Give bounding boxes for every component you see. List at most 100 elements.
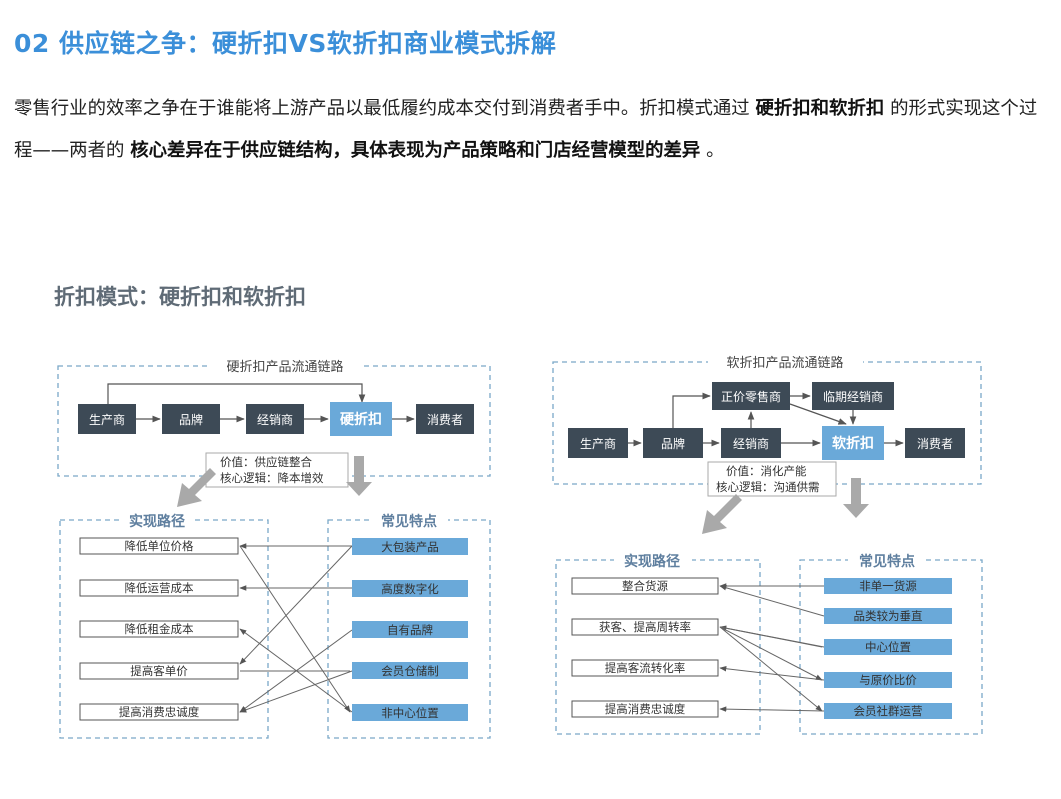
soft-paths-title: 实现路径: [624, 553, 680, 570]
svg-text:硬折扣: 硬折扣: [340, 411, 382, 428]
discount-model-figure: 折扣模式：硬折扣和软折扣 硬折扣产品流通链路 生产商 品牌 经销商 硬折扣 消费…: [0, 250, 1061, 790]
svg-text:提高客单价: 提高客单价: [130, 664, 188, 678]
soft-node-consumer: 消费者: [905, 428, 965, 458]
hard-note-line1: 价值：供应链整合: [220, 455, 312, 469]
svg-text:经销商: 经销商: [257, 412, 293, 427]
soft-node-brand: 品牌: [643, 428, 703, 458]
soft-down-arrow: [843, 478, 869, 518]
section-heading: 02 供应链之争：硬折扣VS软折扣商业模式拆解: [14, 29, 557, 58]
soft-node-retailer: 正价零售商: [712, 382, 790, 410]
soft-discount-panel: 软折扣产品流通链路 正价零售商 临期经销商 生产商 品牌 经销商 软折扣: [552, 352, 983, 735]
soft-path-3: 提高客流转化率: [571, 659, 719, 677]
hard-down-arrow: [346, 456, 372, 496]
hard-feature-5: 非中心位置: [352, 704, 468, 721]
soft-flow-frame: [552, 361, 982, 485]
soft-path-2: 获客、提高周转率: [571, 618, 719, 636]
svg-text:降低租金成本: 降低租金成本: [125, 622, 194, 636]
hard-down-left-arrow: [177, 468, 216, 507]
figure-title: 折扣模式：硬折扣和软折扣: [54, 285, 306, 309]
svg-text:软折扣: 软折扣: [832, 435, 874, 452]
soft-feature-2: 品类较为垂直: [824, 608, 952, 624]
hard-path-4: 提高客单价: [79, 662, 239, 680]
hard-feature-4: 会员仓储制: [352, 662, 468, 679]
svg-text:非单一货源: 非单一货源: [859, 579, 917, 593]
soft-path-1: 整合货源: [571, 577, 719, 595]
svg-text:大包装产品: 大包装产品: [381, 540, 439, 554]
svg-text:高度数字化: 高度数字化: [381, 582, 439, 596]
soft-note-line2: 核心逻辑：沟通供需: [716, 480, 820, 494]
hard-bypass-arrow: [107, 383, 366, 404]
svg-text:品类较为垂直: 品类较为垂直: [854, 609, 923, 623]
hard-features-title: 常见特点: [381, 513, 437, 530]
hard-node-hard-discount: 硬折扣: [330, 402, 392, 436]
hard-feature-2: 高度数字化: [352, 580, 468, 597]
hard-discount-panel: 硬折扣产品流通链路 生产商 品牌 经销商 硬折扣 消费者 价值：供应链整合: [57, 356, 491, 739]
soft-node-producer: 生产商: [568, 428, 628, 458]
paragraph-bold-2: 核心差异在于供应链结构，具体表现为产品策略和门店经营模型的差异: [130, 140, 701, 161]
hard-connectors: [239, 543, 353, 713]
hard-paths-title-bg: [120, 509, 194, 531]
paragraph-text-3: 。: [700, 140, 725, 161]
hard-paths-title: 实现路径: [129, 513, 185, 530]
soft-feature-4: 与原价比价: [824, 672, 952, 688]
svg-text:经销商: 经销商: [733, 436, 769, 451]
hard-features-title-bg: [370, 509, 448, 531]
svg-text:自有品牌: 自有品牌: [387, 623, 433, 637]
svg-text:降低单位价格: 降低单位价格: [125, 539, 194, 553]
hard-path-1: 降低单位价格: [79, 537, 239, 555]
svg-text:正价零售商: 正价零售商: [721, 389, 781, 404]
soft-note-box: [707, 461, 837, 497]
hard-node-consumer: 消费者: [416, 404, 474, 434]
intro-paragraph: 零售行业的效率之争在于谁能将上游产品以最低履约成本交付到消费者手中。折扣模式通过…: [14, 88, 1044, 172]
soft-path-4: 提高消费忠诚度: [571, 700, 719, 718]
paragraph-text-2: 的形式实现这个过程——两者的: [14, 98, 1038, 161]
svg-text:会员仓储制: 会员仓储制: [381, 664, 439, 678]
svg-text:非中心位置: 非中心位置: [381, 706, 439, 720]
soft-node-distributor: 经销商: [721, 428, 781, 458]
svg-text:整合货源: 整合货源: [622, 579, 668, 593]
soft-features-title: 常见特点: [859, 553, 915, 570]
hard-feature-3: 自有品牌: [352, 621, 468, 638]
hard-feature-1: 大包装产品: [352, 538, 468, 555]
svg-text:提高消费忠诚度: 提高消费忠诚度: [119, 705, 200, 719]
soft-node-soft-discount: 软折扣: [822, 426, 884, 460]
soft-note-line1: 价值：消化产能: [726, 464, 807, 478]
hard-path-5: 提高消费忠诚度: [79, 703, 239, 721]
svg-text:降低运营成本: 降低运营成本: [125, 581, 194, 595]
soft-connectors: [719, 583, 825, 712]
paragraph-bold-1: 硬折扣和软折扣: [755, 98, 885, 119]
soft-features-title-bg: [848, 549, 926, 571]
svg-text:会员社群运营: 会员社群运营: [854, 704, 923, 718]
soft-feature-1: 非单一货源: [824, 578, 952, 594]
svg-text:品牌: 品牌: [179, 413, 203, 427]
hard-node-producer: 生产商: [78, 404, 136, 434]
svg-text:消费者: 消费者: [427, 413, 463, 427]
svg-text:生产商: 生产商: [89, 412, 125, 427]
svg-text:品牌: 品牌: [661, 437, 685, 451]
soft-flow-title-bg: [708, 352, 863, 372]
svg-text:提高消费忠诚度: 提高消费忠诚度: [605, 702, 686, 716]
soft-down-left-arrow: [702, 494, 742, 534]
svg-text:中心位置: 中心位置: [865, 640, 911, 654]
hard-node-brand: 品牌: [162, 404, 220, 434]
svg-text:临期经销商: 临期经销商: [823, 389, 883, 404]
soft-feature-5: 会员社群运营: [824, 703, 952, 719]
hard-node-distributor: 经销商: [246, 404, 304, 434]
hard-flow-title: 硬折扣产品流通链路: [226, 359, 343, 375]
soft-node-expiry-distributor: 临期经销商: [812, 382, 894, 410]
paragraph-text-1: 零售行业的效率之争在于谁能将上游产品以最低履约成本交付到消费者手中。折扣模式通过: [14, 98, 756, 119]
hard-path-3: 降低租金成本: [79, 620, 239, 638]
svg-text:消费者: 消费者: [917, 437, 953, 451]
soft-flow-arrows: [628, 392, 904, 447]
soft-paths-title-bg: [614, 549, 692, 571]
svg-text:提高客流转化率: 提高客流转化率: [605, 661, 686, 675]
hard-note-box: [205, 452, 349, 488]
soft-flow-title: 软折扣产品流通链路: [726, 355, 843, 371]
hard-note-line2: 核心逻辑：降本增效: [220, 471, 324, 485]
hard-path-2: 降低运营成本: [79, 579, 239, 597]
svg-text:与原价比价: 与原价比价: [859, 673, 917, 687]
svg-text:生产商: 生产商: [580, 436, 616, 451]
figure-svg: 折扣模式：硬折扣和软折扣 硬折扣产品流通链路 生产商 品牌 经销商 硬折扣 消费…: [54, 285, 983, 739]
soft-feature-3: 中心位置: [824, 639, 952, 655]
hard-flow-title-bg: [208, 356, 363, 376]
